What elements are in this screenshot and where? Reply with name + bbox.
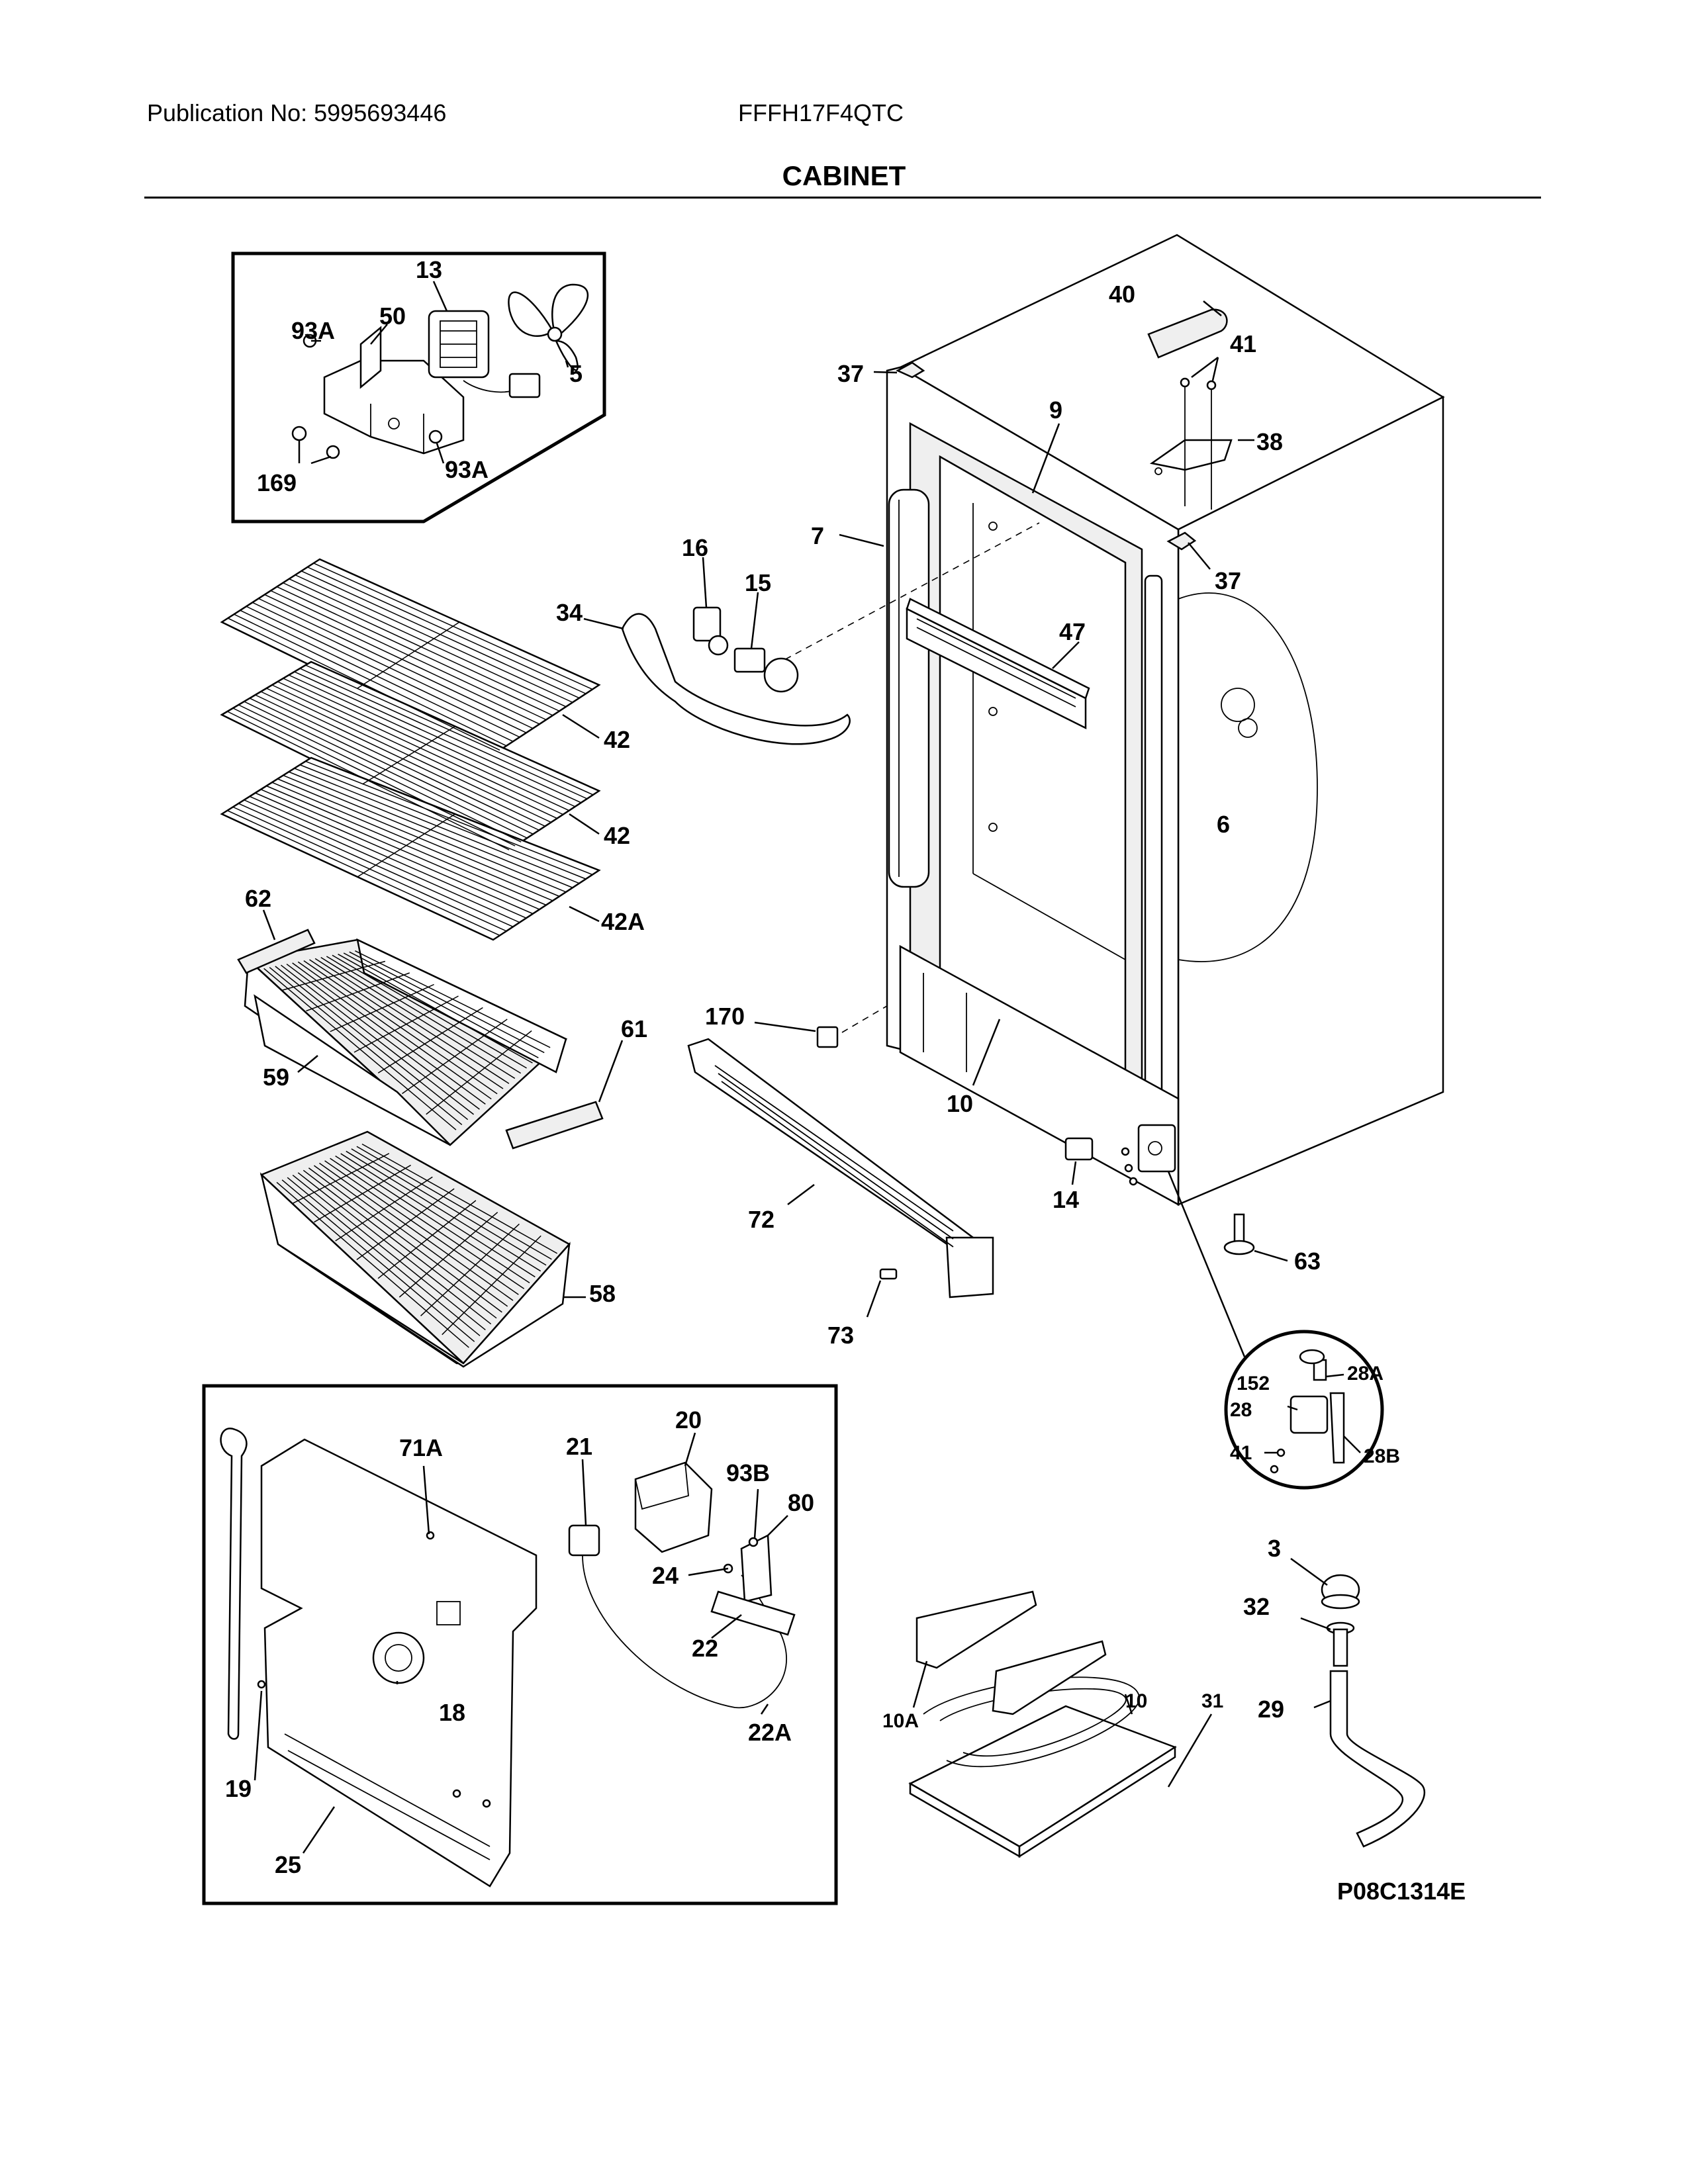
callout-40: 40 xyxy=(1109,281,1135,308)
callout-42-upper: 42 xyxy=(604,726,630,753)
screw-93a-bottom xyxy=(428,430,443,444)
callout-29: 29 xyxy=(1258,1696,1284,1723)
callout-24: 24 xyxy=(652,1562,679,1589)
light-assembly xyxy=(583,557,851,745)
callout-37: 37 xyxy=(837,360,864,387)
model-number: FFFH17F4QTC xyxy=(738,99,904,126)
switch-and-hinge xyxy=(1064,1124,1246,1357)
callout-10-heater: 10 xyxy=(1125,1690,1147,1712)
callout-80: 80 xyxy=(788,1489,814,1516)
callout-170: 170 xyxy=(705,1003,745,1030)
callout-13: 13 xyxy=(416,256,442,283)
callout-16: 16 xyxy=(682,534,708,561)
shelf-wires xyxy=(227,563,593,751)
callout-41-hinge: 41 xyxy=(1230,1442,1252,1464)
shelf-wires xyxy=(227,664,594,850)
callout-3: 3 xyxy=(1268,1535,1281,1562)
drain-assembly xyxy=(1290,1557,1426,1848)
callout-9: 9 xyxy=(1049,396,1062,424)
callout-47: 47 xyxy=(1059,618,1086,645)
screw-169 xyxy=(291,426,307,441)
screw-73 xyxy=(866,1268,898,1318)
publication-number: Publication No: 5995693446 xyxy=(147,99,447,126)
callout-31: 31 xyxy=(1201,1690,1223,1712)
lower-basket xyxy=(259,1130,586,1368)
callout-19: 19 xyxy=(225,1775,252,1802)
callout-10-cabinet: 10 xyxy=(947,1090,973,1117)
toe-grille xyxy=(687,1038,994,1298)
fan-blade xyxy=(508,283,589,371)
callout-28a: 28A xyxy=(1347,1363,1383,1385)
callout-71a: 71A xyxy=(399,1434,443,1461)
callout-25: 25 xyxy=(275,1851,301,1878)
fan-motor xyxy=(428,310,541,398)
callout-18: 18 xyxy=(439,1699,465,1726)
header-rule xyxy=(144,197,1541,199)
hinge-detail xyxy=(1224,1330,1384,1490)
callout-10a: 10A xyxy=(882,1710,919,1732)
callout-42a: 42A xyxy=(601,908,645,935)
top-hinge-assembly xyxy=(1147,300,1254,510)
hinge-cap-left xyxy=(896,361,925,379)
fan-motor-inset: 13 50 93A 5 169 93A xyxy=(231,251,606,523)
diagram-code: P08C1314E xyxy=(1337,1878,1466,1905)
callout-38: 38 xyxy=(1256,428,1283,455)
callout-61: 61 xyxy=(621,1015,647,1042)
callout-73: 73 xyxy=(827,1322,854,1349)
callout-42-lower: 42 xyxy=(604,822,630,849)
leveling-leg xyxy=(1223,1213,1288,1262)
callout-14: 14 xyxy=(1053,1186,1079,1213)
upper-basket xyxy=(237,909,624,1150)
callout-169: 169 xyxy=(257,469,297,496)
callout-7: 7 xyxy=(811,522,824,549)
section-title: CABINET xyxy=(782,160,906,191)
hinge-cap-right xyxy=(1166,531,1197,551)
callout-37-right: 37 xyxy=(1215,567,1241,594)
callout-22: 22 xyxy=(692,1635,718,1662)
callout-59: 59 xyxy=(263,1064,289,1091)
callout-32: 32 xyxy=(1243,1593,1270,1620)
callout-58: 58 xyxy=(589,1280,616,1307)
callout-21: 21 xyxy=(566,1433,592,1460)
wire-shelves xyxy=(220,558,601,941)
callout-41: 41 xyxy=(1230,330,1256,357)
callout-93a: 93A xyxy=(291,317,335,344)
callout-5: 5 xyxy=(569,360,583,387)
callout-72: 72 xyxy=(748,1206,774,1233)
evaporator-cover-inset xyxy=(202,1384,838,1905)
clip-170 xyxy=(754,1005,888,1048)
callout-22a: 22A xyxy=(748,1719,792,1746)
callout-28: 28 xyxy=(1230,1399,1252,1421)
callout-93a-bottom: 93A xyxy=(445,456,489,483)
callout-15: 15 xyxy=(745,569,771,596)
callout-63: 63 xyxy=(1294,1248,1321,1275)
defrost-heater-assembly xyxy=(908,1590,1213,1858)
callout-152: 152 xyxy=(1237,1373,1270,1394)
callout-50: 50 xyxy=(379,302,406,330)
fan-bracket xyxy=(323,326,465,455)
callout-34: 34 xyxy=(556,599,583,626)
callout-93b: 93B xyxy=(726,1459,770,1486)
cabinet-body xyxy=(774,234,1445,1206)
callout-20: 20 xyxy=(675,1406,702,1433)
screw-169b xyxy=(326,445,340,459)
callout-6: 6 xyxy=(1217,811,1230,838)
shelf-wires xyxy=(227,760,593,936)
callout-28b: 28B xyxy=(1364,1445,1400,1467)
callout-62: 62 xyxy=(245,885,271,912)
shelf-guard xyxy=(906,598,1090,730)
